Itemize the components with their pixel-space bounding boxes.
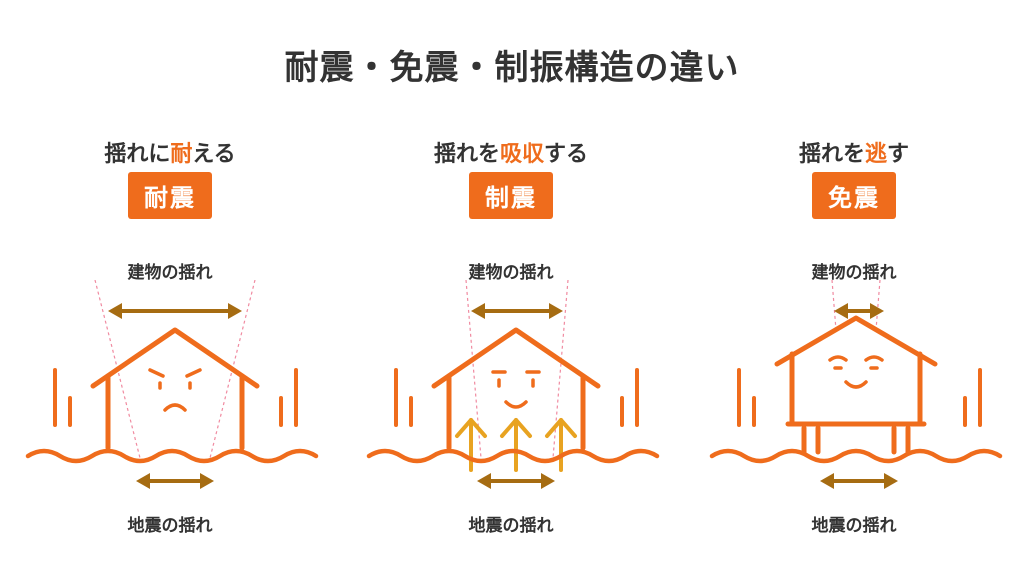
column-menshin: 揺れを逃す 免震 建物の揺れ (684, 0, 1024, 576)
menshin-illustration (709, 280, 1003, 489)
house-icon (90, 327, 260, 451)
column-taishin: 揺れに耐える 耐震 建物の揺れ (0, 0, 340, 576)
isolator-legs-icon (801, 425, 911, 455)
ground-sway-label: 地震の揺れ (127, 516, 213, 536)
type-badge: 制震 (469, 172, 553, 219)
building-sway-arrow-icon (471, 303, 563, 319)
calm-face-icon (828, 355, 884, 389)
building-sway-label: 建物の揺れ (468, 263, 554, 283)
ground-sway-label: 地震の揺れ (468, 516, 554, 536)
building-sway-label: 建物の揺れ (811, 263, 897, 283)
column-heading: 揺れを逃す (684, 136, 1024, 168)
tremor-lines-icon (53, 368, 298, 427)
page-title: 耐震・免震・制振構造の違い (284, 48, 740, 88)
building-sway-arrow-icon (834, 303, 884, 319)
sway-guide-line (831, 280, 837, 331)
heading-text: える (192, 142, 236, 167)
column-heading: 揺れに耐える (0, 136, 340, 168)
tremor-lines-icon (394, 368, 639, 427)
building-sway-arrow-icon (108, 303, 242, 319)
heading-text: 揺れに (104, 142, 171, 167)
type-badge: 免震 (812, 172, 896, 219)
ground-wave-icon (25, 448, 319, 464)
damper-arrows-icon (455, 418, 577, 472)
column-heading: 揺れを吸収する (341, 136, 681, 168)
house-icon (774, 315, 938, 427)
ground-wave-icon (366, 448, 660, 464)
heading-text: 揺れを (433, 142, 500, 167)
seishin-illustration (366, 280, 660, 489)
ground-sway-arrow-icon (477, 473, 555, 489)
heading-highlight: 逃 (864, 142, 887, 167)
sway-guide-line (875, 280, 881, 331)
column-seishin: 揺れを吸収する 制震 建物の揺れ (341, 0, 681, 576)
ground-sway-label: 地震の揺れ (811, 516, 897, 536)
angry-face-icon (148, 368, 202, 412)
heading-highlight: 吸収 (499, 142, 544, 167)
heading-highlight: 耐 (170, 142, 193, 167)
heading-text: す (887, 142, 910, 167)
heading-text: 揺れを (798, 142, 865, 167)
building-sway-label: 建物の揺れ (127, 263, 213, 283)
house-icon (431, 327, 601, 451)
ground-sway-arrow-icon (136, 473, 214, 489)
tremor-lines-icon (737, 368, 982, 427)
smiling-face-icon (491, 370, 541, 409)
ground-wave-icon (709, 448, 1003, 464)
heading-text: する (544, 142, 589, 167)
taishin-illustration (25, 280, 319, 489)
type-badge: 耐震 (128, 172, 212, 219)
ground-sway-arrow-icon (820, 473, 898, 489)
